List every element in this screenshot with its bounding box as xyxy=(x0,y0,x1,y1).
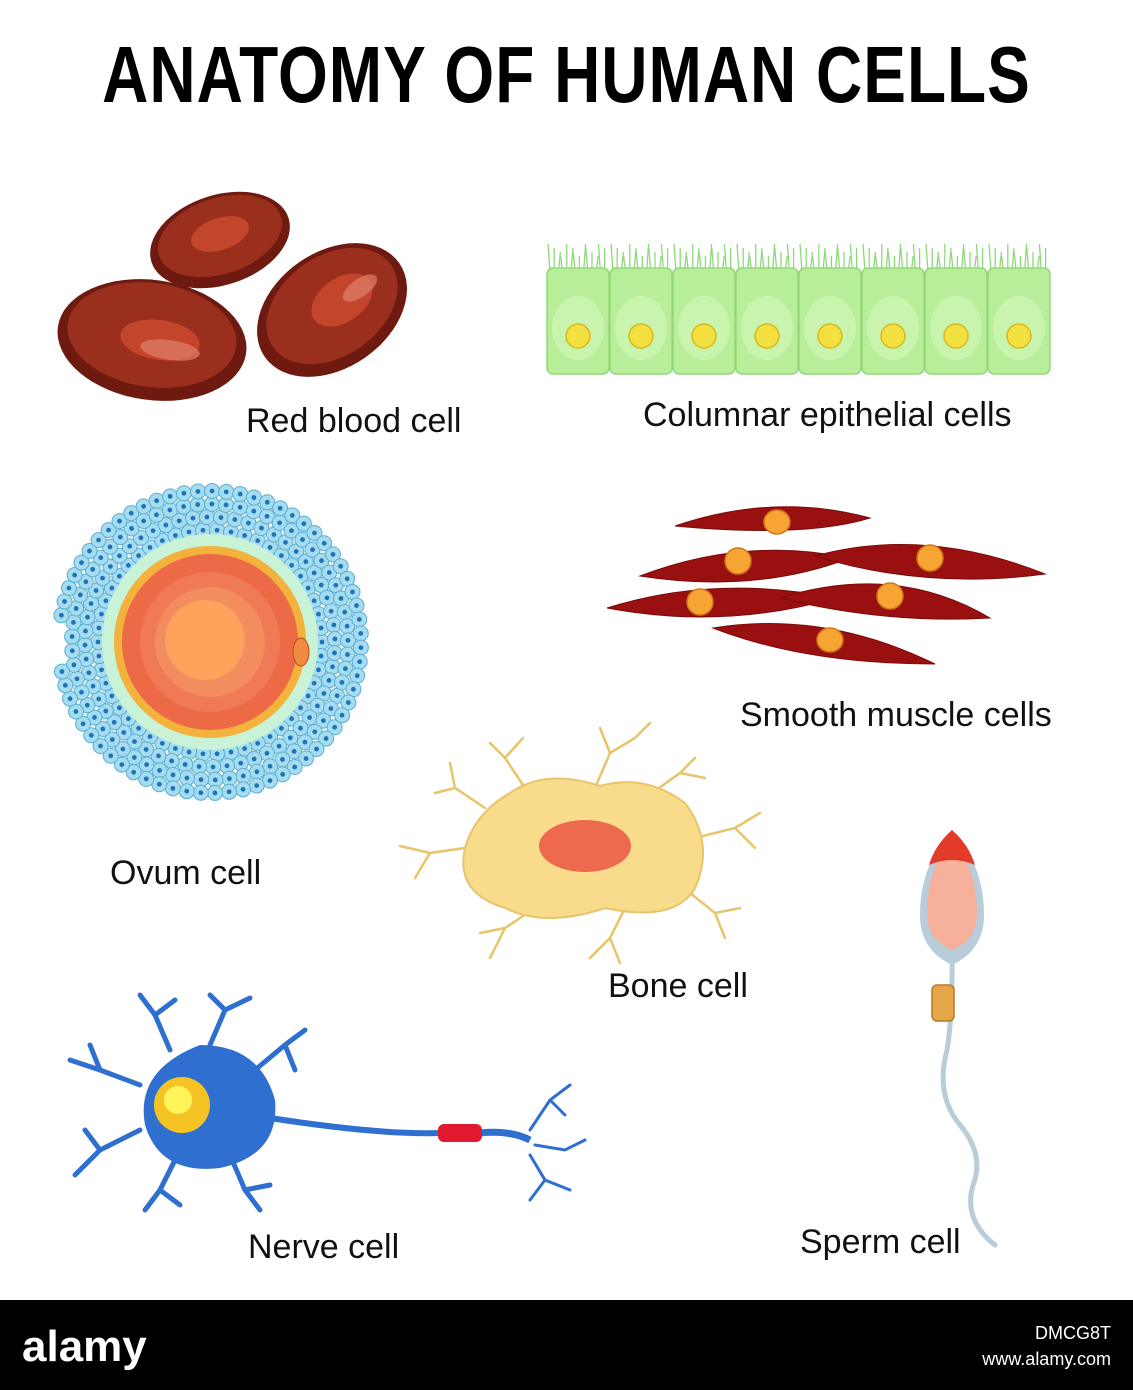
sperm-cell-label: Sperm cell xyxy=(800,1223,961,1261)
columnar-epithelial-cells-illustration xyxy=(546,243,1051,375)
image-id-block: DMCG8T www.alamy.com xyxy=(982,1320,1111,1372)
page-title: ANATOMY OF HUMAN CELLS xyxy=(102,29,1031,120)
ovum-cell-illustration xyxy=(53,483,369,801)
nerve-cell-illustration xyxy=(67,992,587,1213)
bone-cell-illustration xyxy=(398,721,762,965)
columnar-epithelial-cells-label: Columnar epithelial cells xyxy=(643,396,1012,434)
ovum-cell-label: Ovum cell xyxy=(110,854,262,892)
red-blood-cell-right xyxy=(257,243,407,377)
watermark-footer: alamy DMCG8T www.alamy.com xyxy=(0,1300,1133,1390)
red-blood-cell-illustration xyxy=(57,191,407,401)
sperm-cell-illustration xyxy=(920,830,998,1248)
red-blood-cell-top xyxy=(150,191,290,289)
nerve-cell-label: Nerve cell xyxy=(248,1228,400,1266)
alamy-logo: alamy xyxy=(22,1322,147,1371)
smooth-muscle-cells-label: Smooth muscle cells xyxy=(740,696,1052,734)
bone-cell-label: Bone cell xyxy=(608,967,748,1005)
red-blood-cell-left xyxy=(57,279,247,401)
red-blood-cell-label: Red blood cell xyxy=(246,402,462,440)
image-id: DMCG8T xyxy=(1035,1323,1111,1343)
site-url: www.alamy.com xyxy=(982,1349,1111,1369)
smooth-muscle-cells-illustration xyxy=(606,506,1047,665)
